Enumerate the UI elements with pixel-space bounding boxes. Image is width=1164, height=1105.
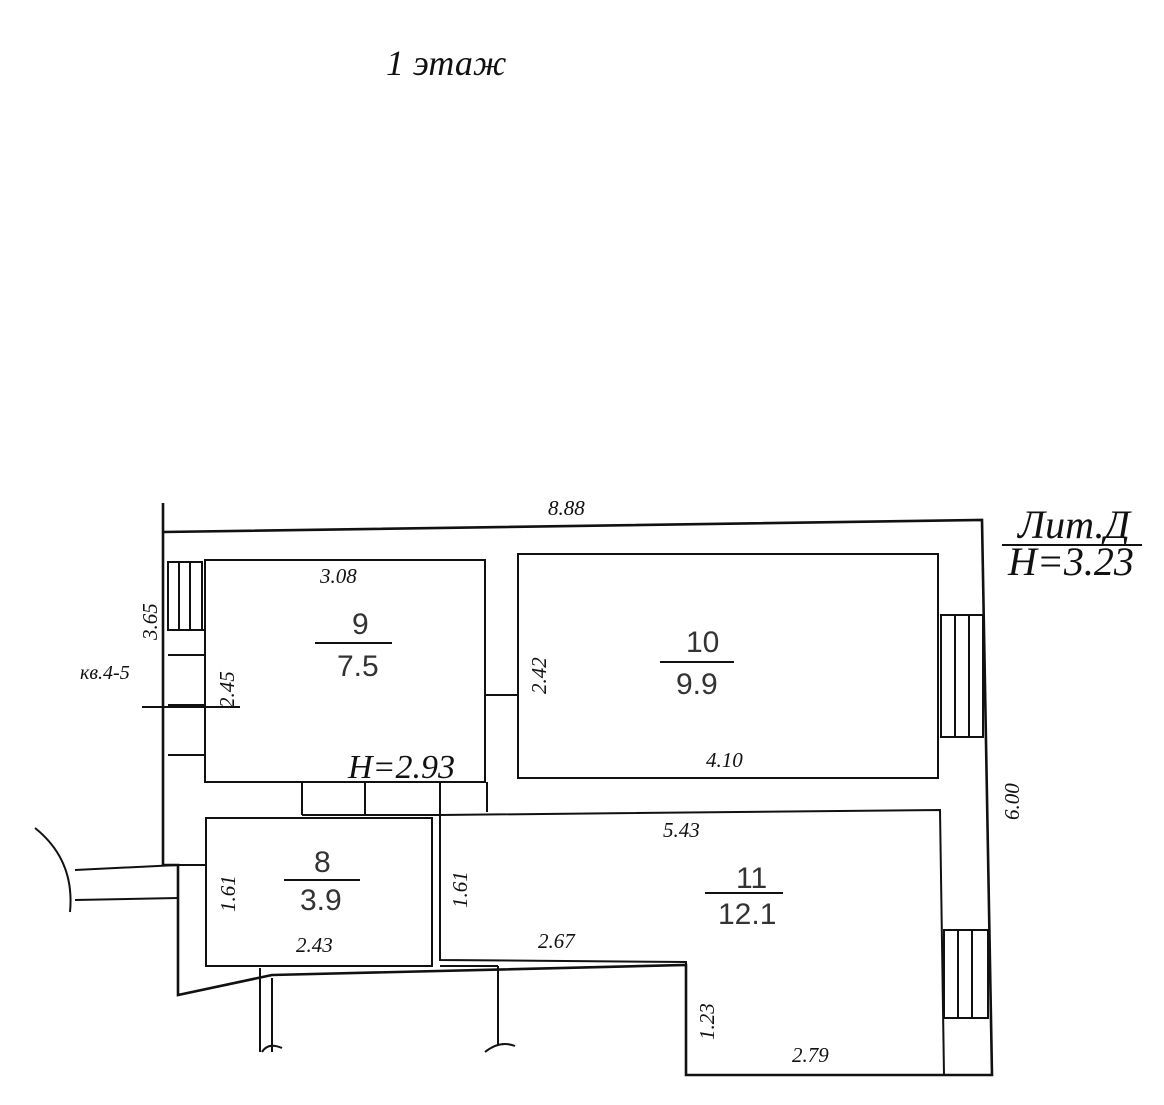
lit-label-block: Лит.Д H=3.23 (1002, 502, 1142, 584)
room-11 (439, 808, 946, 1076)
window-room-11 (943, 929, 989, 1019)
window-left (167, 561, 203, 631)
dim-overall-depth: 6.00 (1000, 783, 1024, 820)
dim-room11-bottom: 2.79 (792, 1043, 829, 1067)
room-number: 8 (314, 846, 331, 879)
dim-room10-width: 4.10 (706, 748, 743, 772)
dim-overall-width: 8.88 (548, 496, 585, 520)
room-number: 9 (352, 608, 369, 641)
dim-left-depth: 3.65 (138, 603, 162, 641)
dim-room9-height: 2.45 (215, 671, 239, 708)
inner-height-label: H=2.93 (347, 749, 455, 786)
room-label-10: 10 9.9 (660, 626, 734, 701)
dim-room8-width: 2.43 (296, 933, 333, 957)
room-number: 10 (686, 626, 719, 659)
dim-room11-notch: 1.23 (695, 1003, 719, 1040)
dim-room10-height: 2.42 (527, 657, 551, 694)
room-10 (517, 553, 939, 779)
window-room-10 (940, 614, 984, 738)
dim-room11-step: 2.67 (538, 929, 576, 953)
dim-room9-width: 3.08 (319, 564, 357, 588)
dim-room11-top: 5.43 (663, 818, 700, 842)
room-area: 9.9 (676, 668, 718, 701)
entrance-porch (34, 827, 179, 913)
room-8 (205, 817, 433, 967)
room-label-8: 8 3.9 (284, 846, 360, 917)
lit-label: Лит.Д (1016, 502, 1132, 547)
room-label-9: 9 7.5 (315, 608, 392, 683)
room-area: 7.5 (337, 650, 379, 683)
room-area: 12.1 (718, 898, 776, 931)
room-label-11: 11 12.1 (705, 862, 783, 931)
apartment-label: кв.4-5 (80, 662, 130, 684)
lower-entrance (259, 966, 516, 1053)
dim-room8-height: 1.61 (216, 875, 240, 912)
room-area: 3.9 (300, 884, 342, 917)
floor-title: 1 этаж (386, 43, 506, 83)
lit-height: H=3.23 (1007, 539, 1134, 584)
building-outline (161, 518, 994, 1077)
dim-room11-left: 1.61 (448, 871, 472, 908)
room-number: 11 (736, 862, 767, 895)
